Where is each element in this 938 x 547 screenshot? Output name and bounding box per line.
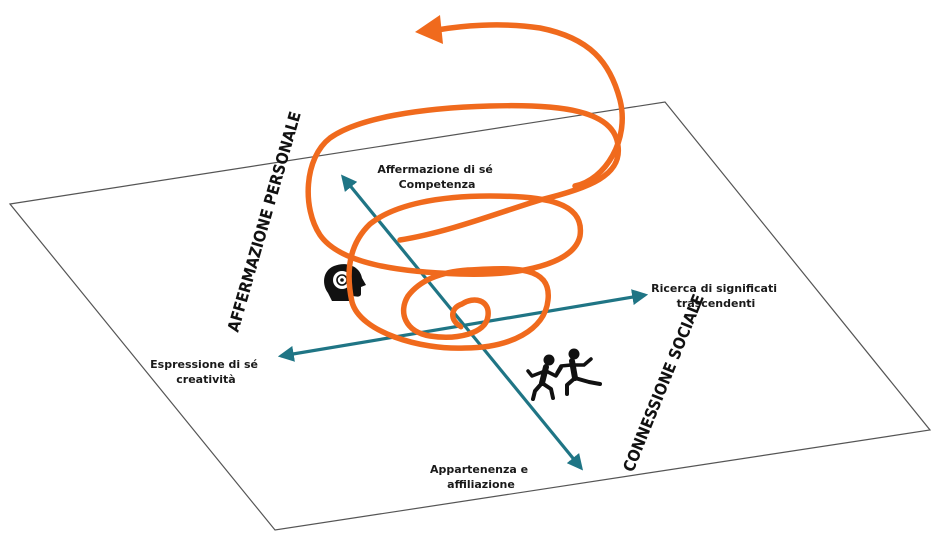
side-label-connessione: CONNESSIONE SOCIALE	[619, 291, 708, 474]
plane	[8, 101, 932, 531]
axis-left-label: Espressione di sé creatività	[150, 358, 262, 386]
head-brain-icon	[324, 264, 366, 301]
spiral-center-dot	[458, 324, 464, 330]
axis-top-label: Affermazione di sé Competenza	[377, 163, 496, 191]
people-running-icon	[526, 348, 602, 401]
orange-arrowhead	[415, 15, 443, 44]
axis-bottom-label: Appartenenza e affiliazione	[430, 463, 532, 491]
side-label-affermazione: AFFERMAZIONE PERSONALE	[224, 109, 305, 334]
axis-right-label: Ricerca di significati trascendenti	[651, 282, 781, 310]
orange-spiral	[305, 102, 621, 351]
orange-spiral-top	[434, 22, 625, 189]
